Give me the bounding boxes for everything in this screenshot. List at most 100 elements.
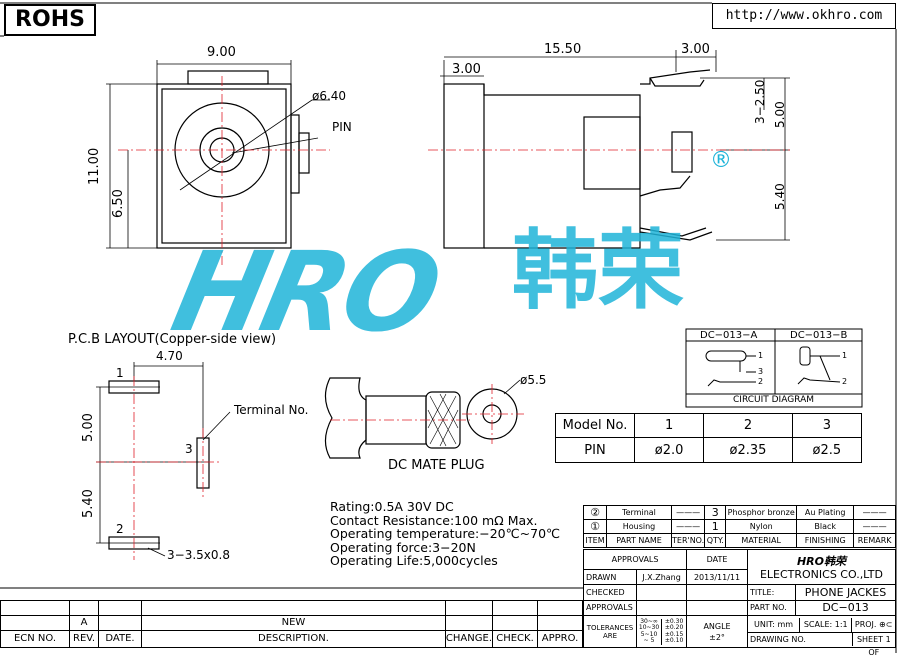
circuit-a-pin-3: 3: [758, 367, 764, 376]
pin-label: PIN: [332, 120, 352, 134]
circuit-b-label: DC−013−B: [790, 330, 848, 341]
circuit-a-label: DC−013−A: [700, 330, 758, 341]
spec-force: Operating force:3−20N: [330, 539, 476, 555]
proj-text: PROJ.: [854, 619, 877, 629]
side-lead-dim: 3.00: [681, 42, 710, 57]
front-width-dim: 9.00: [207, 45, 236, 60]
bom-name-1: Housing: [606, 519, 672, 534]
tol-range-4: ~ 5: [643, 637, 655, 645]
side-dim-5-00: 5.00: [773, 101, 787, 128]
bom-remark-1: ———: [853, 519, 896, 534]
plug-diameter: ø5.5: [520, 373, 547, 387]
bom-qty-2: 3: [704, 505, 727, 520]
bom-header-qty: QTY.: [704, 533, 727, 548]
date-header: DATE: [686, 549, 748, 570]
bom-header-remark: REMARK: [853, 533, 896, 548]
drawing-no-label: DRAWING NO.: [748, 632, 853, 646]
tol-value-1: ±0.30: [664, 617, 684, 625]
revision-block: A NEW ECN NO. REV. DATE. DESCRIPTION. CH…: [0, 600, 583, 649]
tol-value-3: ±0.15: [664, 630, 684, 638]
circuit-b-pin-1: 1: [842, 351, 848, 360]
terminal-no-label: Terminal No.: [234, 403, 309, 417]
rev-row-ecn: [0, 614, 70, 631]
drawn-by: J.X.Zhang: [635, 568, 688, 586]
bom-header-material: MATERIAL: [725, 533, 798, 548]
projection-symbol-icon: ⊕⊂: [879, 619, 893, 629]
pin-value-2: ø2.35: [703, 437, 793, 463]
drawn-label: DRAWN: [583, 568, 637, 586]
circuit-a-pin-1: 1: [758, 351, 764, 360]
rev-row-desc: NEW: [141, 614, 446, 631]
tol-range-1: 30~∞: [640, 617, 658, 625]
spec-life: Operating Life:5,000cycles: [330, 553, 498, 568]
tol-value-2: ±0.20: [664, 624, 684, 632]
company-logo: HRO韩荣: [796, 555, 846, 569]
bom-header-finish: FINISHING: [796, 533, 855, 548]
bom-qty-1: 1: [704, 519, 727, 534]
side-dim-5-40: 5.40: [773, 183, 787, 210]
tol-value-4: ±0.10: [664, 637, 684, 645]
pcb-dim-4-70: 4.70: [156, 349, 183, 363]
pad-1-label: 1: [116, 366, 124, 380]
approvals-label: APPROVALS: [583, 599, 637, 617]
bom-header-item: ITEM: [583, 533, 607, 548]
proj-label: PROJ. ⊕⊂: [852, 618, 895, 632]
model-col-2: 2: [703, 413, 793, 438]
bom-name-2: Terminal: [606, 505, 672, 520]
model-header: Model No.: [555, 413, 635, 438]
bom-ter-1: ———: [670, 519, 706, 534]
spec-temperature: Operating temperature:−20℃~70℃: [330, 526, 561, 541]
side-offset-dim: 3.00: [452, 62, 481, 77]
side-view: [440, 50, 790, 249]
rev-header-desc: DESCRIPTION.: [141, 629, 446, 649]
part-no-label: PART NO.: [746, 599, 797, 617]
side-dim-2-50: 3−2.50: [753, 79, 767, 124]
tol-range-2: 10~30: [638, 624, 660, 632]
rev-row-date: [98, 614, 142, 631]
rev-row-check: [492, 614, 538, 631]
circuit-diagram-title: CIRCUIT DIAGRAM: [733, 395, 814, 405]
rev-row-change: [444, 614, 494, 631]
circuit-diagram: [685, 328, 863, 408]
model-col-1: 1: [633, 413, 705, 438]
spec-rating: Rating:0.5A 30V DC: [330, 499, 454, 514]
model-col-3: 3: [791, 413, 863, 438]
dc-mate-plug: [324, 377, 521, 459]
spec-resistance: Contact Resistance:100 mΩ Max.: [330, 512, 538, 528]
pad-3-label: 3: [185, 442, 193, 456]
tol-range-3: 5~10: [640, 630, 658, 638]
side-length-dim: 15.50: [544, 42, 582, 57]
title-value: PHONE JACKES: [795, 584, 896, 601]
rev-row-rev: A: [69, 614, 99, 631]
drawn-date: 2013/11/11: [686, 568, 748, 586]
hole-diameter: ø6.40: [312, 89, 347, 103]
rohs-badge: ROHS: [4, 4, 96, 36]
pin-row-label: PIN: [555, 437, 635, 463]
sheet-label: SHEET 1 OF: [856, 634, 891, 657]
bom-material-2: Phosphor bronze: [725, 505, 798, 520]
front-center-dim: 6.50: [111, 189, 126, 218]
approvals-header: APPROVALS: [582, 549, 688, 570]
checked-label: CHECKED: [583, 584, 637, 601]
dc-mate-plug-label: DC MATE PLUG: [388, 458, 485, 473]
scale-label: SCALE: 1:1: [800, 617, 853, 632]
circuit-a-pin-2: 2: [758, 377, 764, 386]
rev-header-change: CHANGE.: [444, 629, 494, 649]
bom-finish-2: Au Plating: [796, 505, 855, 520]
unit-label: UNIT: mm: [748, 617, 801, 632]
company-name: ELECTRONICS CO.,LTD: [759, 568, 883, 582]
rev-header-date: DATE.: [98, 629, 142, 649]
bom-material-1: Nylon: [725, 519, 798, 534]
rev-row-appro: [537, 614, 583, 631]
front-height-dim: 11.00: [87, 147, 102, 185]
angle-label: ANGLE: [703, 621, 731, 631]
front-view: [106, 60, 330, 249]
model-table: Model No. 1 2 3 PIN ø2.0 ø2.35 ø2.5: [555, 413, 863, 463]
specifications: Rating:0.5A 30V DC Contact Resistance:10…: [330, 500, 560, 568]
bom-item-1: ①: [583, 519, 607, 534]
angle-value: ±2°: [709, 632, 725, 642]
bom-remark-2: ———: [853, 505, 896, 520]
bom-header-name: PART NAME: [606, 533, 672, 548]
title-block: APPROVALS DATE HRO韩荣 ELECTRONICS CO.,LTD…: [582, 548, 897, 657]
